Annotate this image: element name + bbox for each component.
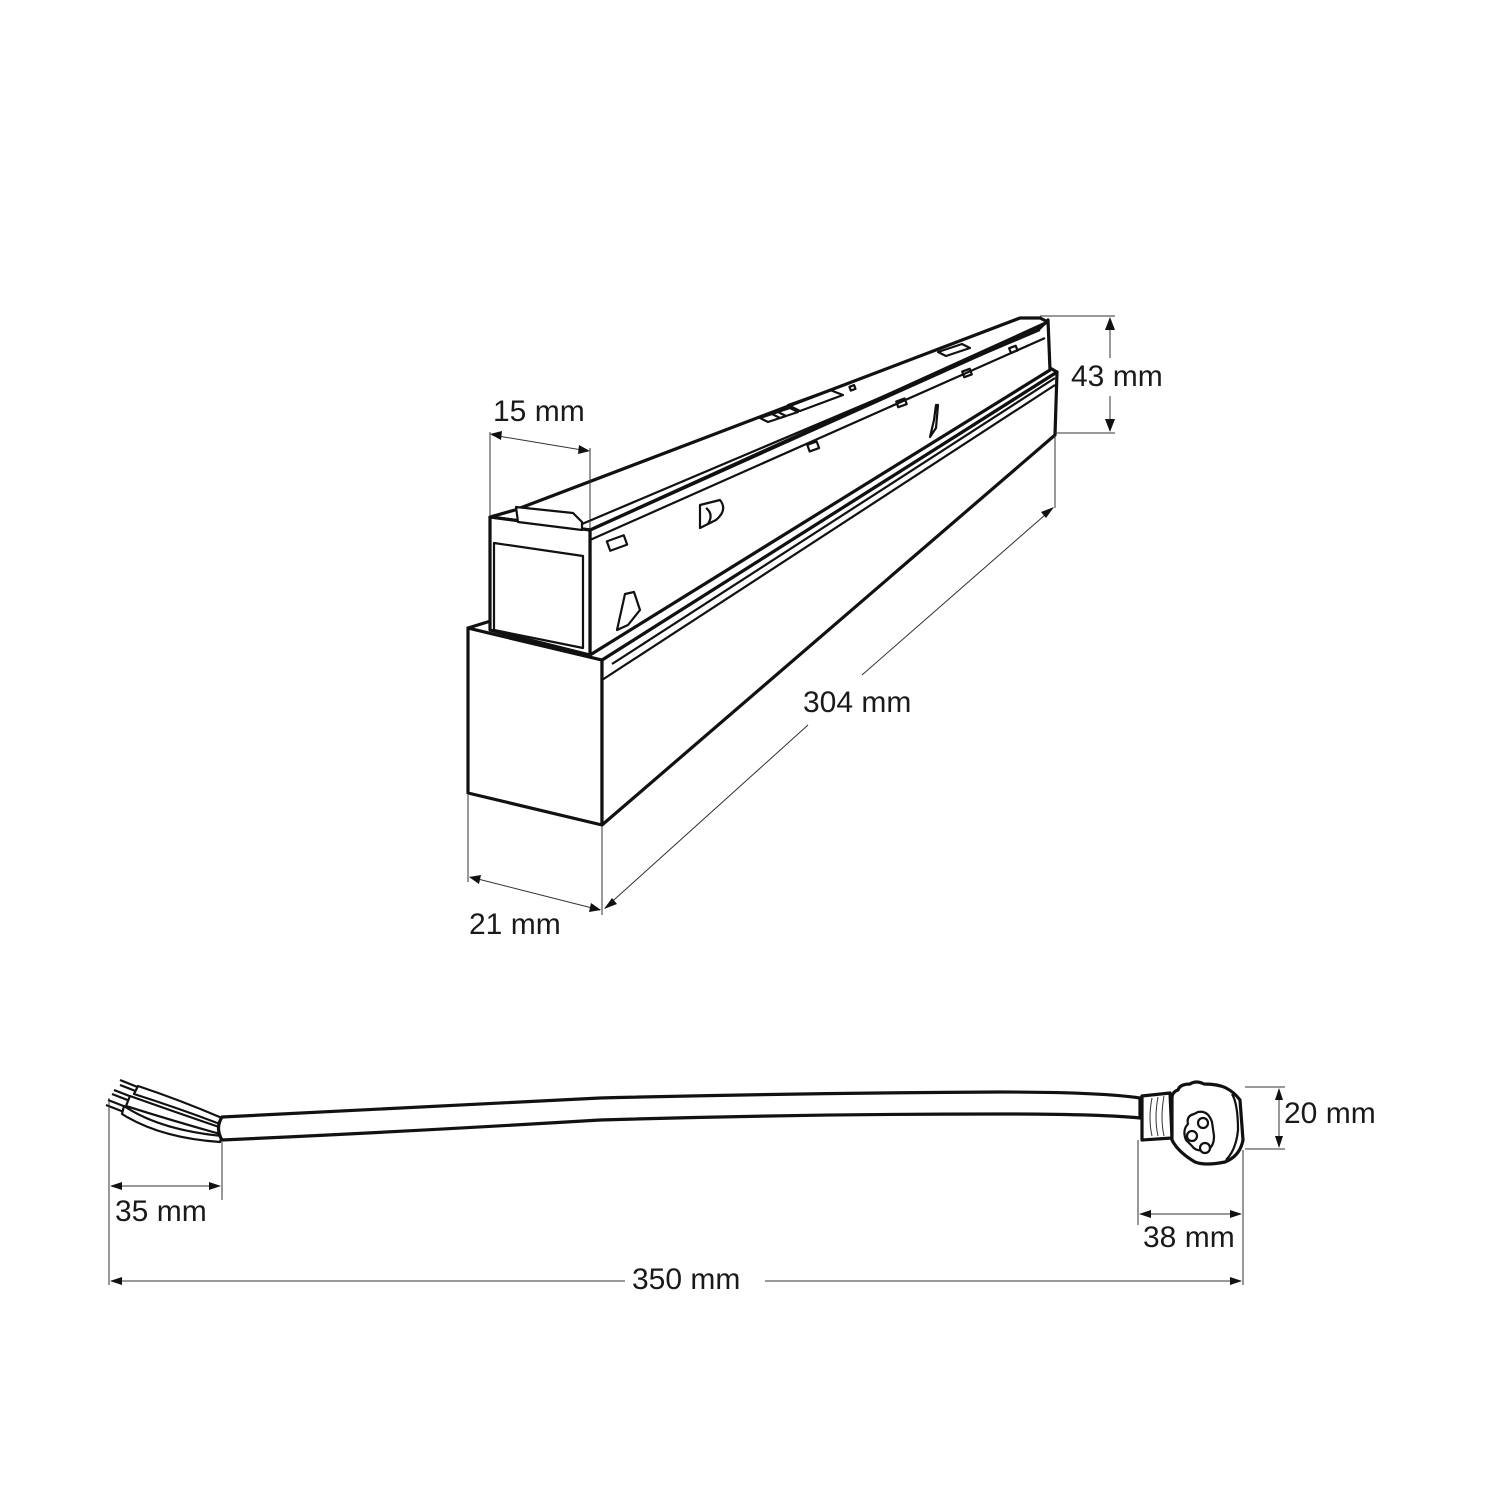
dim-bottom-width — [467, 795, 603, 915]
label-top-width: 15 mm — [493, 395, 585, 428]
label-stripped-wires: 35 mm — [115, 1195, 207, 1228]
dim-stripped — [108, 1098, 223, 1285]
dim-connector-length — [1137, 1140, 1244, 1285]
dim-height — [1040, 315, 1115, 434]
connector — [1140, 1080, 1245, 1166]
label-connector-height: 20 mm — [1284, 1097, 1376, 1130]
dim-length — [604, 436, 1056, 909]
luminaire-drawing — [466, 315, 1115, 915]
dim-connector-height — [1245, 1086, 1285, 1150]
dim-top-width — [489, 431, 591, 528]
label-total-length: 350 mm — [632, 1263, 741, 1296]
cable-jacket — [216, 1090, 1142, 1142]
label-connector-length: 38 mm — [1143, 1221, 1235, 1254]
cable-drawing — [105, 1078, 1285, 1285]
label-length: 304 mm — [803, 686, 912, 719]
label-height: 43 mm — [1071, 360, 1163, 393]
dim-total-length — [110, 1277, 1242, 1285]
stripped-wires — [105, 1078, 224, 1144]
label-bottom-width: 21 mm — [469, 908, 561, 941]
rail-features — [605, 342, 1019, 632]
upper-rail — [488, 316, 1052, 657]
